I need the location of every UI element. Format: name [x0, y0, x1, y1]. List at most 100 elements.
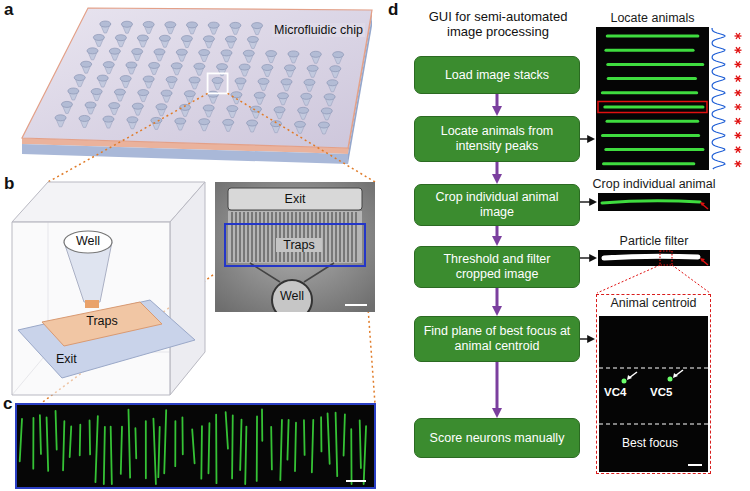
white-arrow	[627, 375, 632, 380]
trap	[340, 212, 341, 262]
flow-arrow	[496, 362, 499, 414]
peak-star	[736, 33, 740, 39]
worm	[226, 412, 228, 448]
worm	[47, 417, 49, 471]
step-label: Score neurons manually	[421, 431, 573, 446]
well	[203, 105, 214, 111]
well	[189, 77, 200, 83]
exit-chamber	[228, 188, 362, 210]
peak-star	[736, 90, 740, 96]
scale-bar	[345, 304, 367, 306]
well	[221, 50, 232, 56]
cropped-worm	[602, 201, 700, 203]
neuron-spot	[668, 377, 673, 382]
trap	[336, 212, 337, 262]
locate-image	[596, 27, 709, 170]
well	[132, 103, 143, 109]
worm	[602, 91, 696, 94]
well	[208, 22, 219, 28]
trap	[256, 212, 257, 262]
trap	[268, 212, 269, 262]
peak-star	[736, 104, 740, 110]
well	[284, 65, 295, 71]
process-box: Score neurons manually	[414, 418, 580, 458]
image-panel: Crop individual animal	[598, 193, 710, 211]
well	[93, 34, 104, 40]
worm	[607, 120, 698, 123]
worm	[287, 420, 288, 460]
well-grid	[55, 21, 344, 134]
worm	[607, 35, 698, 38]
microfluidic-chip	[22, 8, 372, 164]
process-box: Load image stacks	[414, 56, 580, 94]
worm	[231, 415, 233, 478]
result-arrow	[580, 201, 594, 202]
zoom-guide	[48, 93, 208, 182]
plane-divider	[599, 424, 708, 425]
well	[87, 48, 98, 54]
step-label: Load image stacks	[421, 68, 573, 83]
trap	[260, 212, 261, 262]
red-arrow	[700, 258, 705, 262]
well	[171, 63, 182, 69]
worm	[261, 409, 263, 440]
worm	[312, 420, 313, 472]
worm	[182, 417, 184, 454]
well	[227, 106, 238, 112]
trap	[300, 212, 301, 262]
well	[121, 21, 132, 27]
well	[199, 119, 210, 125]
well	[203, 36, 214, 42]
well	[115, 35, 126, 41]
well	[278, 93, 289, 99]
worm	[270, 427, 272, 470]
well	[212, 77, 223, 83]
well	[252, 23, 263, 29]
crop-image	[598, 193, 710, 211]
trap	[276, 212, 277, 262]
panel-letter: b	[4, 174, 14, 194]
trap	[288, 212, 289, 262]
well	[247, 36, 258, 42]
worm	[89, 420, 91, 454]
panel-letter: c	[3, 394, 12, 414]
worm-array	[20, 409, 366, 484]
image-panel: Locate animals	[596, 27, 709, 170]
well-neck	[85, 300, 99, 308]
worm	[280, 420, 282, 480]
photo-ground	[215, 182, 375, 312]
well	[156, 104, 167, 110]
trap-lines	[232, 212, 356, 262]
trap	[320, 212, 321, 262]
well	[230, 22, 241, 28]
trap	[332, 212, 333, 262]
trap	[248, 212, 249, 262]
step-label: Crop individual animal image	[421, 190, 573, 220]
worm	[602, 134, 698, 137]
image-label: Best focus	[622, 437, 678, 451]
well	[301, 93, 312, 99]
well	[97, 75, 108, 81]
worm	[174, 421, 176, 466]
worm	[344, 414, 345, 455]
process-box: Locate animals from intensity peaks	[414, 116, 580, 162]
trap	[284, 212, 285, 262]
worm	[145, 421, 147, 478]
trap	[328, 212, 329, 262]
well	[149, 62, 160, 68]
trap	[304, 212, 305, 262]
well	[235, 78, 246, 84]
worm	[200, 426, 202, 479]
well	[103, 62, 114, 68]
panel-heading: Locate animals	[610, 11, 694, 27]
well-photo	[272, 280, 312, 312]
well	[243, 50, 254, 56]
trap	[324, 212, 325, 262]
neuron-label: VC5	[650, 386, 672, 399]
worm	[360, 420, 361, 468]
worm	[63, 421, 64, 470]
worm	[606, 49, 693, 52]
trap	[232, 212, 233, 262]
well	[239, 64, 250, 70]
flow-arrow	[496, 226, 499, 242]
